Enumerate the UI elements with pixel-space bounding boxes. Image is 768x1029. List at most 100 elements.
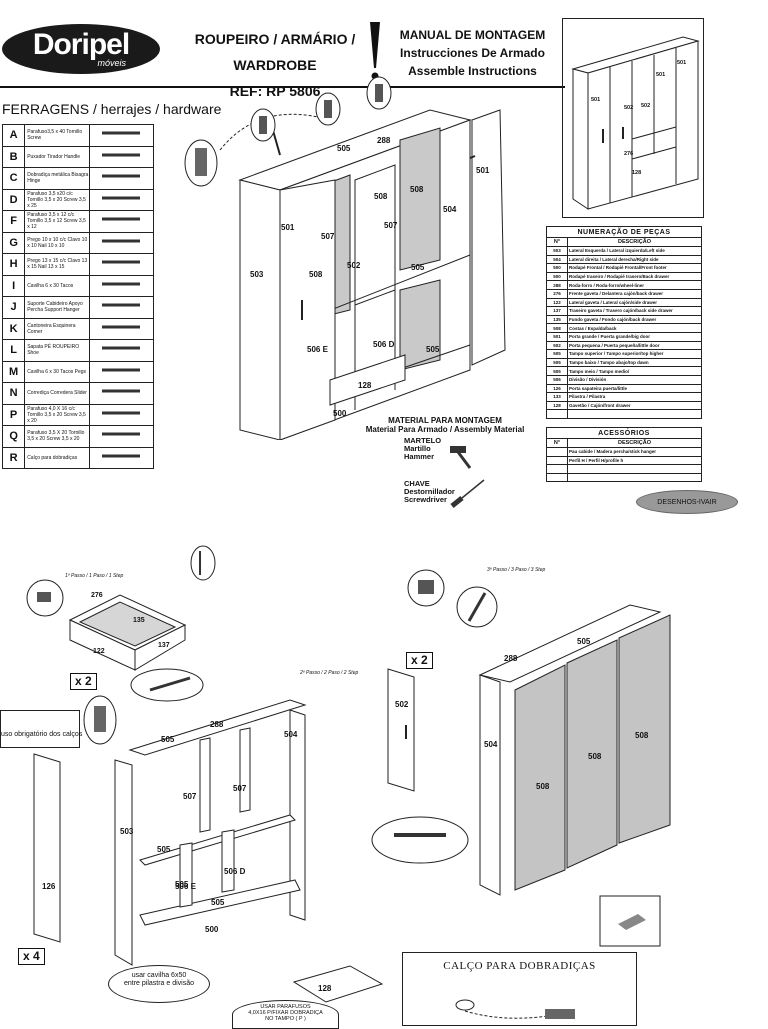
hardware-desc: Corrediça Corredera Slider (24, 382, 90, 405)
part-label: 128 (358, 381, 372, 390)
manual-title: MANUAL DE MONTAGEM Instrucciones De Arma… (390, 26, 555, 80)
step2-part-label: 126 (42, 882, 56, 891)
nail-callout-icon (190, 545, 216, 581)
row-number: 505 (546, 357, 568, 368)
row-number: 500 (546, 263, 568, 273)
inset-part-label: 501 (656, 72, 666, 78)
hardware-letter: B (1, 145, 26, 168)
shoe-icon (88, 339, 155, 362)
inset-part-label: 502 (641, 103, 651, 109)
hardware-letter: F (1, 210, 26, 233)
row-number: 508 (546, 323, 568, 333)
inset-part-label: 501 (591, 97, 601, 103)
hinge-callout-icon (184, 139, 218, 187)
hardware-desc: Cantoneira Esquinera Corner (24, 317, 90, 340)
part-label: 501 (281, 223, 295, 232)
acc-col-desc: DESCRIÇÃO (567, 438, 702, 448)
slider-rail-icon (88, 382, 155, 405)
hinge-shim-title: CALÇO PARA DOBRADIÇAS (443, 960, 596, 972)
screw-icon (88, 425, 155, 448)
header-divider (0, 86, 565, 88)
row-number (546, 409, 568, 419)
hardware-letter: C (1, 167, 26, 190)
hinge-callout-icon (407, 569, 445, 607)
step1-part-label: 122 (93, 648, 105, 655)
hardware-letter: L (1, 339, 26, 362)
row-number (546, 455, 568, 466)
table-row (546, 472, 702, 483)
hardware-letter: M (1, 360, 26, 383)
hardware-desc: Parafuso 3,5 x20 c/c Tornillo 3,5 x 20 S… (24, 188, 90, 211)
hammer-es: Martillo (404, 444, 431, 453)
title-line1: ROUPEIRO / ARMÁRIO / WARDROBE (194, 31, 356, 73)
row-description: Gavetão / Cajón/front drawer (567, 400, 702, 411)
row-number: 133 (546, 392, 568, 402)
part-label: 507 (384, 221, 398, 230)
hardware-desc: Parafuso 4,0 X 16 c/c Tornillo 3,5 x 20 … (24, 403, 90, 426)
dowel-note: usar cavilha 6x50 entre pilastra e divis… (108, 965, 210, 1003)
hammer-en: Hammer (404, 452, 435, 461)
shim-note-box: uso obrigatório dos calços (0, 710, 82, 748)
wardrobe-exploded-diagram (219, 109, 506, 440)
hinge-callout-icon (315, 92, 341, 126)
hardware-letter: K (1, 317, 26, 340)
hinge-callout-icon (366, 76, 392, 110)
row-number: 501 (546, 331, 568, 342)
part-label: 500 (333, 409, 347, 418)
hardware-desc: Parafuso3,5 x 40 Tornillo Screw (24, 124, 90, 147)
material-line2: Material Para Armado / Assembly Material (365, 425, 525, 434)
step2-part-label: 288 (210, 720, 224, 729)
hardware-desc: Prego 10 x 10 c/c Clavo 10 x 10 Nail 10 … (24, 231, 90, 254)
part-label: 508 (374, 192, 388, 201)
row-description: Frente gaveta / Delantera cajón/back dra… (567, 288, 702, 299)
hardware-letter: I (1, 274, 26, 297)
table-row (546, 409, 702, 419)
hardware-desc: Calço para dobradiças (24, 446, 90, 469)
hardware-desc: Parafuso 3,5 x 12 c/c Tornillo 3,5 x 12 … (24, 210, 90, 233)
screwdriver-icon (450, 479, 485, 508)
step3-part-label: 505 (577, 637, 591, 646)
screw-note-line2: 4,0X16 P/FIXAR DOBRADIÇA (248, 1010, 323, 1016)
step1-part-label: 137 (158, 642, 170, 649)
parts-col-desc: DESCRIÇÃO (567, 237, 702, 247)
row-number (546, 464, 568, 474)
part-label: 288 (377, 136, 391, 145)
row-description: Rodapé traseiro / Rodapié trasero/Back d… (567, 271, 702, 282)
row-description (567, 409, 702, 419)
hammer-icon (450, 446, 472, 469)
step1-label: 1º Passo / 1 Paso / 1 Step (65, 573, 124, 579)
logo-sub: móveis (97, 57, 126, 68)
slider-detail-callout (371, 816, 469, 864)
part-label: 507 (321, 232, 335, 241)
parts-col-n: N° (546, 237, 568, 247)
dowel-note-line2: entre pilastra e divisão (123, 980, 195, 987)
row-description (567, 472, 702, 483)
drawer-assembly-diagram (68, 594, 187, 671)
part-label: 508 (309, 270, 323, 279)
hardware-letter: P (1, 403, 26, 426)
step3-part-label: 504 (484, 740, 498, 749)
hammer-pt: MARTELO (404, 436, 442, 445)
row-description: Pilastra / Pilastra (567, 392, 702, 402)
hardware-letter: J (1, 296, 26, 319)
part-label: 505 (426, 345, 440, 354)
row-description: Lateral direita / Lateral derecha/Right … (567, 254, 702, 265)
